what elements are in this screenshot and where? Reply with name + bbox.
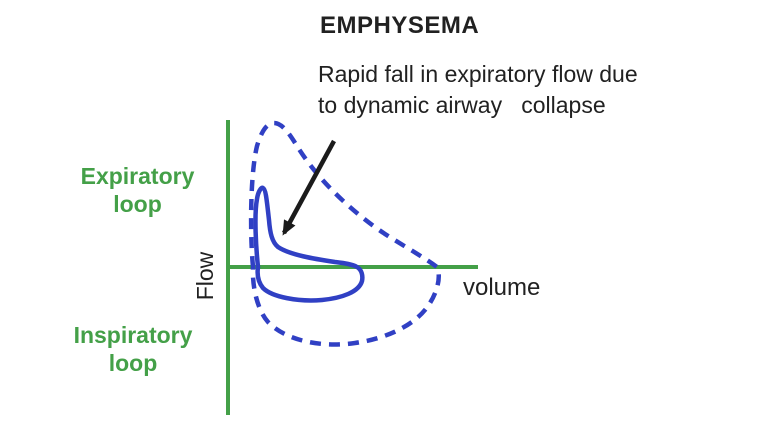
annotation-text: Rapid fall in expiratory flow due to dyn… <box>318 61 638 118</box>
page-title: EMPHYSEMA <box>320 12 480 39</box>
flow-axis-label: Flow <box>192 251 218 301</box>
emphysema-loop-solid-curve <box>253 185 365 303</box>
annotation-arrow <box>282 139 336 236</box>
outer-loop-dashed-curve <box>248 120 441 347</box>
expiratory-loop-label: Expiratory loop <box>80 163 195 217</box>
inspiratory-loop-label: Inspiratory loop <box>73 322 193 376</box>
volume-axis-label: volume <box>463 274 541 301</box>
